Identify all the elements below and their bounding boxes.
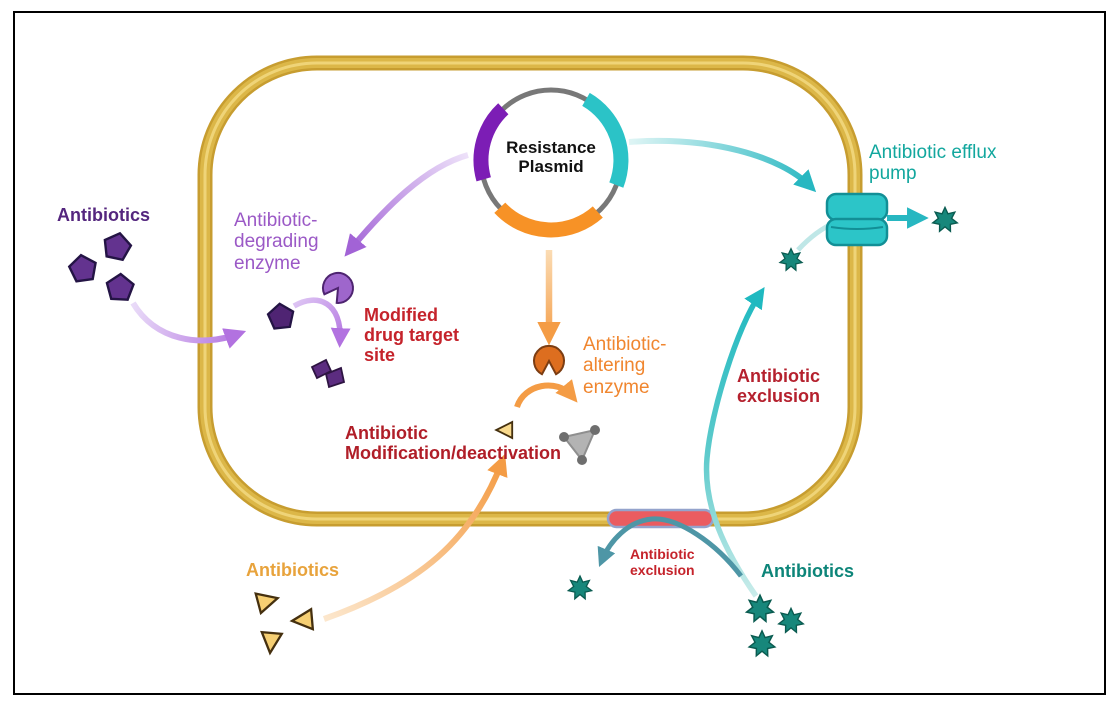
modification-deactivation-label: Antibiotic Modification/deactivation (345, 423, 562, 464)
arrow-antibiotic-entry-left (130, 301, 247, 349)
pathway-arrows (130, 137, 929, 622)
altered-antibiotic-molecule-icon (559, 425, 600, 465)
antibiotic-exclusion-label: Antibiotic exclusion (737, 366, 821, 407)
efflux-pump-icon (825, 192, 889, 247)
antibiotic-star-icon (745, 594, 775, 623)
antibiotic-star-icon (779, 247, 803, 271)
plasmid-segment-teal (582, 92, 629, 188)
degrading-enzyme-label: Antibiotic-degrading enzyme (234, 210, 319, 274)
arrow-alteration (514, 379, 578, 409)
altering-enzyme-icon (533, 345, 565, 376)
antibiotic-pentagon-icon (104, 272, 136, 302)
resistance-plasmid-icon (473, 87, 629, 238)
arrow-plasmid-to-efflux-pump (628, 137, 817, 193)
arrow-degradation (292, 297, 351, 348)
plasmid-segment-purple (473, 103, 509, 182)
plasmid-segment-orange (494, 202, 603, 238)
modified-target-label: Modified drug target site (364, 305, 460, 366)
antibiotic-triangle-icon (495, 421, 514, 439)
arrow-exclusion-bounce (597, 516, 743, 578)
resistance-plasmid-label: Resistance Plasmid (506, 138, 596, 177)
cell-membrane (197, 55, 863, 527)
antibiotic-pentagon-icon (100, 229, 135, 263)
antibiotics-left-label: Antibiotics (57, 205, 150, 225)
antibiotic-pentagon-icon (265, 301, 296, 331)
antibiotic-exclusion-small-label: Antibiotic exclusion (630, 546, 695, 578)
antibiotic-pentagon-icon (66, 252, 99, 284)
altering-enzyme-label: Antibiotic-altering enzyme (583, 334, 667, 398)
arrow-plasmid-to-degrading-enzyme (344, 152, 469, 257)
arrow-antibiotic-entry-bottom (322, 453, 508, 622)
antibiotic-star-group (567, 206, 958, 657)
efflux-pump-label: Antibiotic efflux pump (869, 142, 997, 185)
antibiotic-star-icon (932, 206, 958, 233)
degraded-target-fragments-icon (310, 358, 346, 389)
antibiotic-triangle-icon (290, 608, 314, 633)
antibiotics-bottom-label: Antibiotics (246, 560, 339, 580)
antibiotic-triangle-icon (254, 587, 282, 615)
antibiotic-star-icon (567, 575, 593, 600)
arrow-antibiotic-to-pump (703, 287, 765, 598)
degrading-enzyme-icon (321, 272, 354, 304)
antibiotic-star-icon (778, 607, 804, 634)
antibiotic-triangle-icon (258, 631, 283, 655)
antibiotics-right-label: Antibiotics (761, 561, 854, 581)
antibiotic-star-icon (748, 630, 776, 657)
